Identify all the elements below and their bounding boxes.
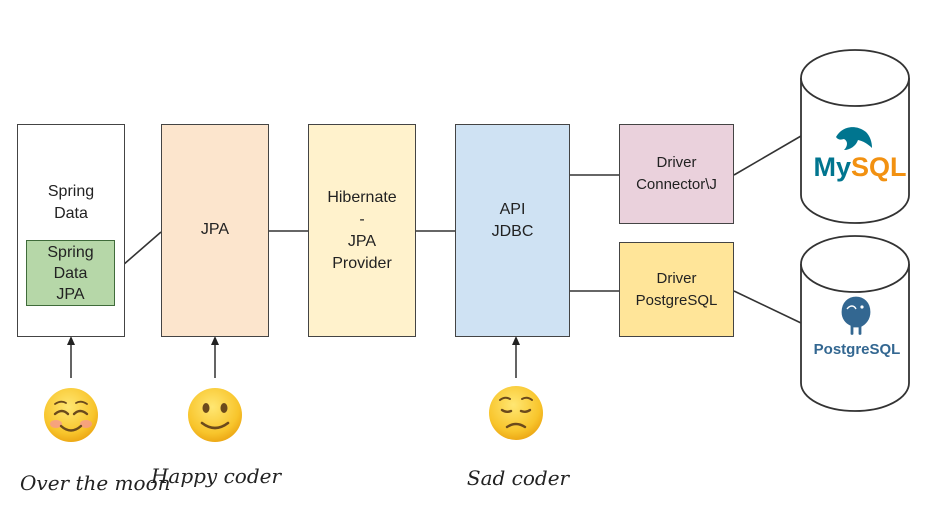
driver-mysql-box: Driver Connector\J	[619, 124, 734, 224]
jpa-box: JPA	[161, 124, 269, 337]
pensive-face-emoji	[489, 386, 543, 440]
driver-mysql-line-2: Connector\J	[636, 176, 717, 193]
spring-data-jpa-line-1: Spring	[47, 243, 94, 261]
hibernate-line-3: JPA	[347, 232, 377, 250]
mysql-logo-text: MySQL	[810, 152, 910, 183]
connector-driver-mysql-db	[733, 135, 802, 176]
jpa-label: JPA	[200, 220, 230, 238]
mysql-database-cylinder	[800, 49, 910, 224]
api-line-2: JDBC	[491, 222, 534, 240]
mysql-logo-my: My	[813, 152, 851, 182]
postgresql-logo-text: PostgreSQL	[813, 341, 901, 358]
spring-data-line-1: Spring	[47, 183, 95, 200]
driver-mysql-line-1: Driver	[656, 154, 697, 171]
spring-data-jpa-box: Spring Data JPA	[26, 240, 115, 306]
caption-happy-coder: Happy coder	[150, 464, 282, 488]
driver-postgres-line-1: Driver	[656, 269, 697, 287]
smiling-face-closed-eyes-emoji	[44, 388, 98, 442]
connector-driver-postgres-db	[733, 290, 802, 324]
mysql-dolphin-icon	[836, 127, 872, 150]
postgresql-elephant-icon	[840, 295, 872, 337]
spring-data-jpa-line-2: Data	[53, 264, 88, 282]
caption-sad-coder: Sad coder	[466, 466, 570, 490]
driver-postgres-line-2: PostgreSQL	[635, 291, 718, 309]
spring-data-jpa-line-3: JPA	[56, 285, 85, 303]
slightly-smiling-face-emoji	[188, 388, 242, 442]
hibernate-line-1: Hibernate	[327, 188, 397, 206]
driver-postgres-box: Driver PostgreSQL	[619, 242, 734, 337]
hibernate-line-4: Provider	[332, 254, 392, 272]
caption-over-the-moon: Over the moon	[20, 471, 171, 495]
api-line-1: API	[499, 200, 526, 218]
hibernate-line-2: -	[359, 210, 365, 228]
hibernate-provider-box: Hibernate - JPA Provider	[308, 124, 416, 337]
mysql-logo-sql: SQL	[851, 152, 907, 182]
postgres-database-cylinder	[800, 235, 910, 412]
spring-data-line-2: Data	[54, 205, 88, 222]
api-jdbc-box: API JDBC	[455, 124, 570, 337]
